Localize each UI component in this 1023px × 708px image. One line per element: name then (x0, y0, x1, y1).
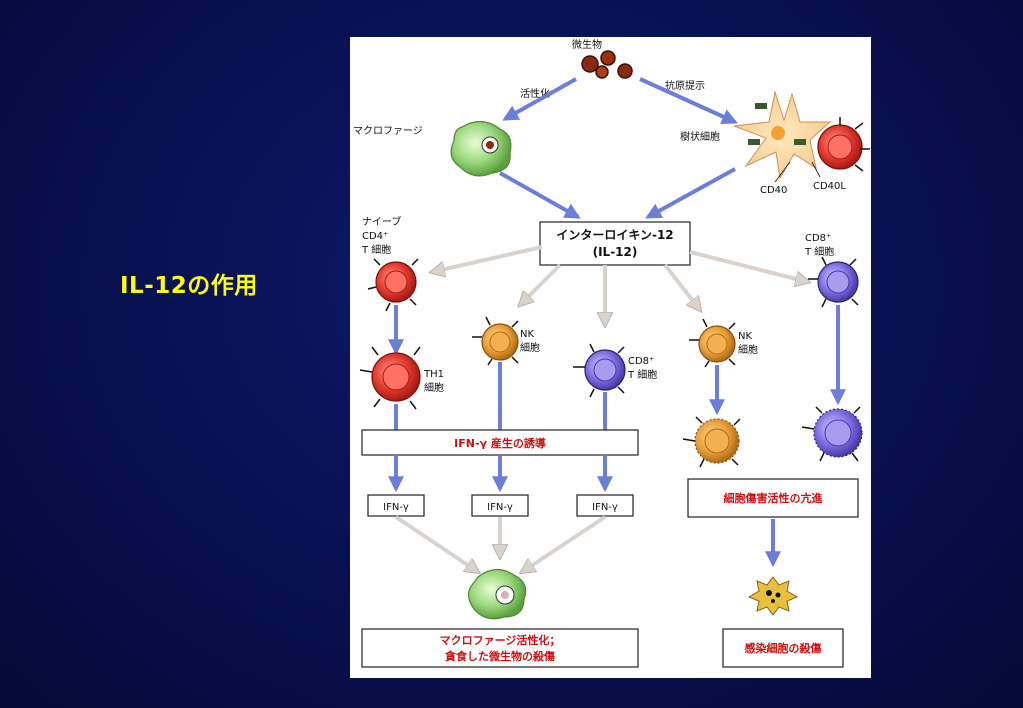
nk-right-line1: NK (738, 331, 752, 342)
macrophage-label: マクロファージ (353, 125, 423, 137)
dendritic-cell-icon (733, 90, 832, 180)
macrophage-activation-box (361, 628, 639, 668)
microbe-label: 微生物 (572, 38, 602, 51)
cd40l-t-cell-icon (817, 117, 870, 172)
arrow-il12-to-cd8-right (689, 250, 808, 282)
ifn-induction-box-text: IFN-γ 産生の誘導 (454, 436, 546, 450)
nk-left-line2: 細胞 (520, 341, 540, 354)
arrow-il12-to-nk-right (663, 263, 700, 310)
arrow-il12-to-nk-left (520, 263, 562, 305)
arrow-macrophage-to-il12 (499, 171, 581, 219)
dendritic-cell-label: 樹状細胞 (680, 130, 720, 143)
ifn-gamma-box-1 (367, 494, 425, 517)
il12-box (539, 221, 691, 266)
macrophage-activation-line1: マクロファージ活性化； (440, 633, 561, 647)
il12-box-line1: インターロイキン-12 (556, 228, 673, 242)
th1-line2: 細胞 (424, 381, 444, 394)
naive-cd4-t-cell-icon (367, 258, 419, 312)
ifn-gamma-3: IFN-γ (592, 502, 618, 513)
cd8-t-cell-mid-icon (573, 343, 626, 398)
arrow-il12-to-naive-cd4 (432, 245, 543, 272)
activated-macrophage-icon (467, 568, 527, 620)
infected-cell-kill-text: 感染細胞の殺傷 (745, 641, 822, 655)
nk-cell-left-icon (472, 316, 519, 366)
cd40-label: CD40 (760, 185, 787, 196)
cd8-mid-line1: CD8⁺ (628, 356, 654, 367)
ifn-gamma-1: IFN-γ (383, 502, 409, 513)
arrow-microbe-to-dendritic (639, 77, 738, 125)
naive-cd4-line1: ナイーブ (362, 215, 401, 228)
ifn-gamma-box-2 (471, 494, 529, 517)
activated-nk-cell-icon (682, 416, 741, 468)
th1-line1: TH1 (423, 369, 444, 380)
cd8-t-cell-right-icon (808, 256, 859, 308)
arrow-ifn3-to-macrophage (522, 515, 607, 572)
th1-cell-icon (359, 346, 421, 410)
macrophage-icon (450, 120, 512, 177)
activated-cd8-t-cell-icon (801, 406, 863, 462)
cd8-right-line2: T 細胞 (804, 245, 834, 258)
nk-right-line2: 細胞 (738, 343, 758, 356)
cytotoxicity-box-text: 細胞傷害活性の亢進 (724, 491, 824, 505)
cytotoxicity-box (687, 478, 859, 518)
nk-cell-right-icon (689, 318, 736, 368)
cd8-right-line1: CD8⁺ (805, 233, 831, 244)
macrophage-activation-line2: 貪食した微生物の殺傷 (444, 649, 555, 663)
ifn-gamma-box-3 (576, 494, 634, 517)
ifn-induction-box (361, 429, 639, 456)
naive-cd4-line2: CD4⁺ (362, 231, 388, 242)
infected-cell-icon (747, 576, 799, 616)
il12-diagram-panel: 微生物 活性化 抗原提示 マクロファージ 樹状細胞 CD40 CD40L インタ… (350, 37, 871, 678)
nk-left-line1: NK (520, 329, 534, 340)
cd40l-label: CD40L (813, 181, 846, 192)
naive-cd4-line3: T 細胞 (361, 243, 391, 256)
slide-title: IL-12の作用 (120, 273, 258, 299)
il12-box-line2: (IL-12) (593, 245, 638, 259)
microbe-icon (581, 50, 633, 79)
ifn-gamma-2: IFN-γ (487, 502, 513, 513)
arrow-microbe-to-macrophage (502, 77, 577, 121)
cd8-mid-line2: T 細胞 (627, 368, 657, 381)
antigen-presentation-label: 抗原提示 (665, 79, 705, 92)
arrow-dendritic-to-il12 (645, 167, 736, 219)
arrow-ifn1-to-macrophage (394, 515, 478, 572)
infected-cell-kill-box (722, 628, 844, 668)
